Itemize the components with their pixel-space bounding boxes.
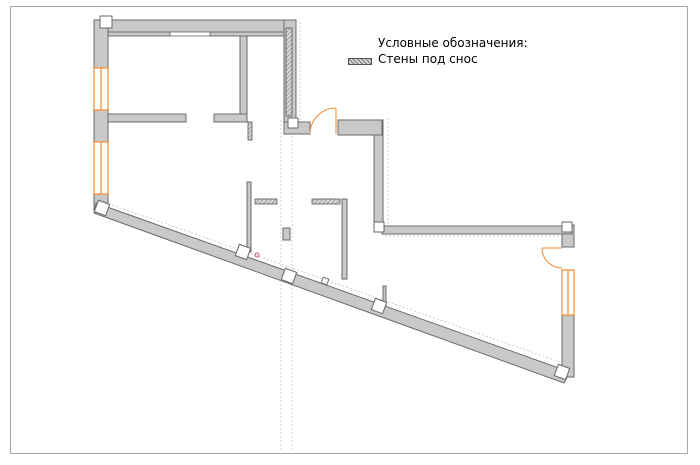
column-east-top [561, 221, 573, 233]
wall-corridor-vertical [373, 119, 384, 233]
utility-marker [254, 252, 260, 258]
window-top [169, 31, 211, 37]
windows [93, 31, 575, 316]
column-nw [99, 15, 113, 29]
demolition-wall-4 [285, 27, 293, 117]
column-corridor [373, 221, 385, 233]
construction-lines [111, 22, 561, 452]
wall-horizontal-left [107, 113, 187, 123]
wall-corridor-horizontal [381, 225, 573, 235]
exterior-walls [93, 19, 575, 384]
drawing-frame [10, 6, 688, 454]
door-east-swing [541, 247, 563, 269]
wall-horizontal-middle [213, 113, 248, 123]
door-entry-swing [309, 107, 337, 135]
wall-top-partition [209, 31, 285, 37]
wall-small-post [282, 227, 291, 241]
demolition-swatch-icon [348, 58, 372, 65]
interior-walls [107, 31, 387, 307]
wall-vertical-lower-right [341, 198, 348, 280]
wall-vertical-lower-left [246, 181, 252, 253]
doors [309, 107, 563, 269]
demolition-wall-3 [311, 198, 341, 205]
column-se [553, 363, 571, 381]
column-s4 [320, 276, 330, 286]
demolition-wall-1 [247, 121, 253, 141]
legend-label-demolition: Стены под снос [378, 52, 478, 66]
column-s2 [280, 267, 298, 285]
wall-top-exterior [93, 19, 295, 33]
wall-room-divider-top [107, 31, 171, 37]
legend-title: Условные обозначения: [378, 36, 528, 50]
wall-vertical-middle [239, 35, 248, 123]
wall-corridor-top [337, 119, 383, 136]
column-s1 [234, 243, 252, 261]
demolition-wall-2 [254, 198, 278, 205]
column-s3 [370, 297, 388, 315]
demolition-walls [247, 27, 341, 205]
column-ne [287, 117, 299, 129]
column-sw [93, 199, 111, 217]
columns [93, 15, 573, 381]
